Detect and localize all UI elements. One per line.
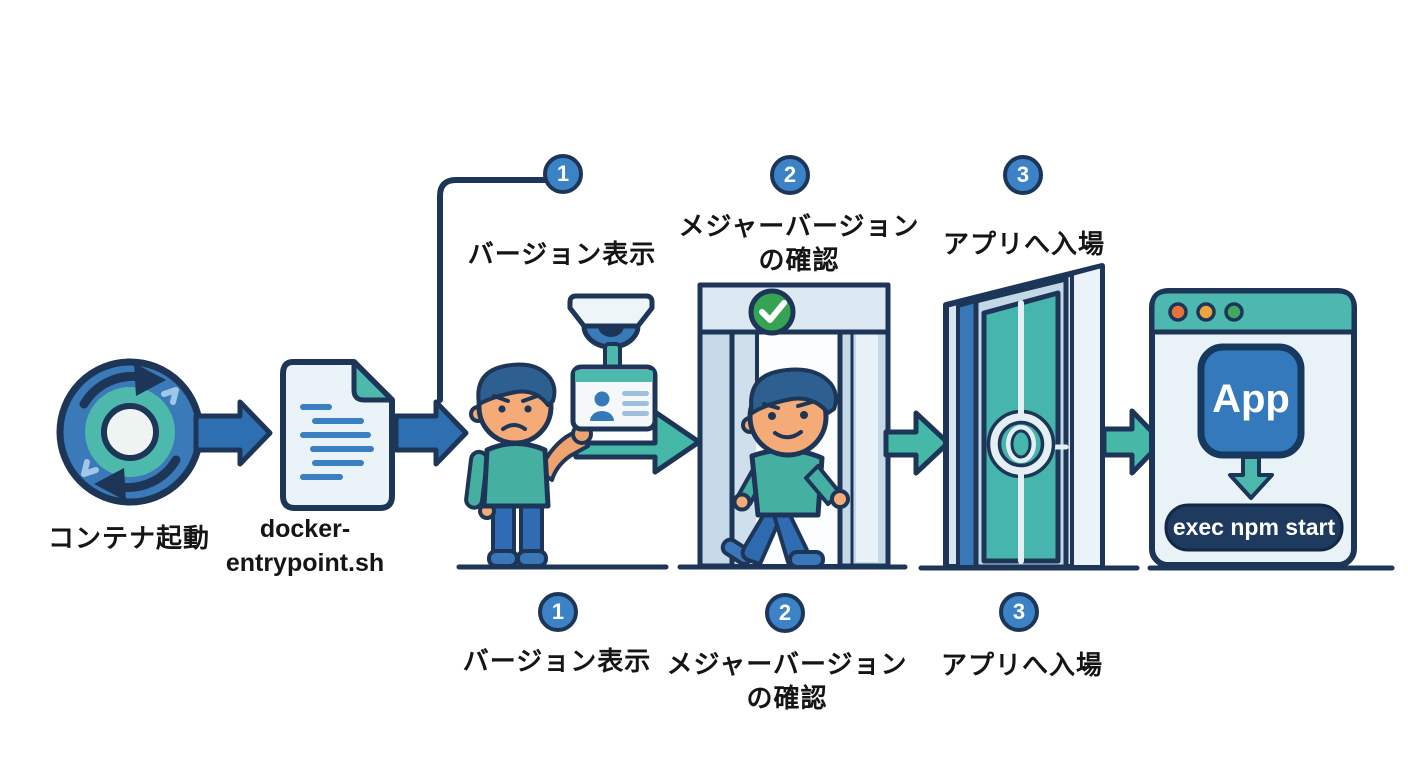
step1-label-bottom: バージョン表示 xyxy=(462,646,652,676)
step2-badge-top: 2 xyxy=(770,155,810,195)
step3-label-bottom: アプリへ入場 xyxy=(940,650,1104,680)
step2-label-top-line2: の確認 xyxy=(758,245,840,275)
step2-label-bottom-line2: の確認 xyxy=(746,683,828,713)
arrow-right-icon xyxy=(393,399,469,467)
entrypoint-file-label-line2: entrypoint.sh xyxy=(225,549,385,577)
step1-connector-line xyxy=(437,177,549,403)
arrow-down-icon xyxy=(1228,455,1274,500)
step2-badge-bottom: 2 xyxy=(765,593,805,633)
script-document-icon xyxy=(280,359,395,511)
command-pill xyxy=(1164,503,1344,552)
arrow-right-icon xyxy=(193,399,273,467)
checkmark-icon xyxy=(748,288,796,336)
step1-badge-bottom: 1 xyxy=(538,592,578,632)
browser-window-icon xyxy=(1149,288,1357,568)
step1-label-top: バージョン表示 xyxy=(467,239,657,269)
elevator-door-icon xyxy=(943,263,1105,570)
entrypoint-file-label-line1: docker- xyxy=(259,515,351,543)
window-dot-yellow xyxy=(1196,302,1216,322)
window-dot-orange xyxy=(1168,302,1188,322)
container-start-label: コンテナ起動 xyxy=(47,523,211,553)
step1-badge-top: 1 xyxy=(543,154,583,194)
step3-badge-bottom: 3 xyxy=(999,592,1039,632)
person-presenting-version xyxy=(464,362,593,568)
exec-command-label: exec npm start xyxy=(1172,514,1336,540)
window-dot-green xyxy=(1224,302,1244,322)
app-tile-label: App xyxy=(1212,376,1290,421)
restart-cycle-icon xyxy=(56,358,204,506)
person-walking-through-gate xyxy=(720,367,850,569)
arrow-right-icon xyxy=(573,409,702,475)
step2-label-top-line1: メジャーバージョン xyxy=(678,211,920,241)
arrow-right-icon xyxy=(1101,408,1165,476)
step3-badge-top: 3 xyxy=(1003,155,1043,195)
step3-label-top: アプリへ入場 xyxy=(942,229,1106,259)
security-camera-icon xyxy=(567,293,655,350)
id-badge-icon xyxy=(570,342,658,432)
arrow-right-icon xyxy=(883,410,951,476)
step2-label-bottom-line1: メジャーバージョン xyxy=(666,649,908,679)
